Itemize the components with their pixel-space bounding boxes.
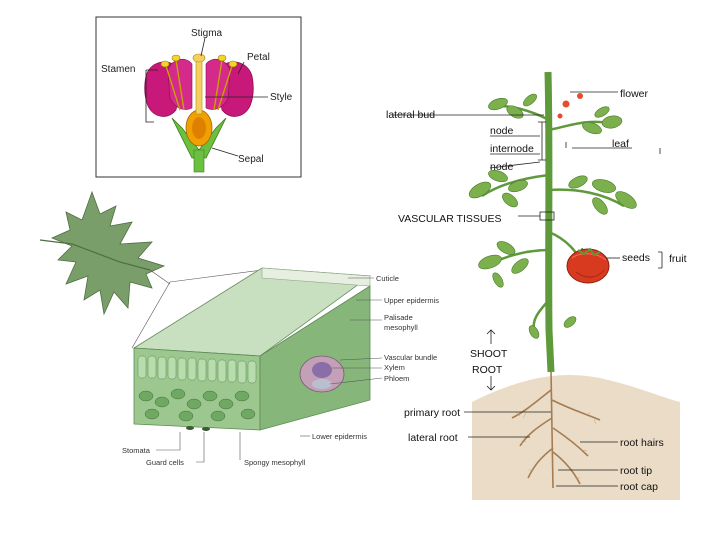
label-root-hairs: root hairs bbox=[620, 437, 664, 449]
oak-leaf bbox=[40, 192, 170, 314]
label-phloem: Phloem bbox=[384, 374, 409, 383]
stem bbox=[548, 72, 551, 372]
label-sepal: Sepal bbox=[238, 154, 264, 165]
label-cuticle: Cuticle bbox=[376, 274, 399, 283]
label-node-upper: node bbox=[490, 125, 514, 137]
label-root-tip: root tip bbox=[620, 465, 652, 477]
oak-leaf-blade bbox=[52, 192, 164, 314]
label-mesophyll: mesophyll bbox=[384, 323, 418, 332]
label-style: Style bbox=[270, 92, 293, 103]
style bbox=[196, 60, 202, 114]
tomato-plant-diagram: flower lateral bud node internode node l… bbox=[386, 72, 687, 500]
stigma bbox=[193, 54, 205, 62]
ovule bbox=[192, 117, 206, 139]
label-node-lower: node bbox=[490, 161, 514, 173]
label-vascular-bundle: Vascular bundle bbox=[384, 353, 437, 362]
label-petal: Petal bbox=[247, 52, 270, 63]
label-leaf: leaf bbox=[612, 138, 629, 150]
label-root: ROOT bbox=[472, 364, 503, 376]
flower-stalk bbox=[194, 150, 204, 172]
label-internode: internode bbox=[490, 143, 534, 155]
label-flower: flower bbox=[620, 88, 649, 100]
label-primary-root: primary root bbox=[404, 407, 460, 419]
label-spongy-mesophyll: Spongy mesophyll bbox=[244, 458, 306, 467]
label-stamen: Stamen bbox=[101, 64, 135, 75]
label-fruit: fruit bbox=[669, 253, 687, 265]
xylem-region bbox=[312, 362, 332, 378]
label-lateral-bud: lateral bud bbox=[386, 109, 435, 121]
label-guard-cells: Guard cells bbox=[146, 458, 184, 467]
label-root-cap: root cap bbox=[620, 481, 658, 493]
label-vascular-tissues: VASCULAR TISSUES bbox=[398, 213, 501, 225]
label-palisade: Palisade bbox=[384, 313, 413, 322]
phloem-region bbox=[312, 379, 332, 389]
tomato-fruit bbox=[567, 248, 609, 283]
label-xylem: Xylem bbox=[384, 363, 405, 372]
label-lower-epidermis: Lower epidermis bbox=[312, 432, 367, 441]
label-lateral-root: lateral root bbox=[408, 432, 458, 444]
label-shoot: SHOOT bbox=[470, 348, 508, 360]
label-stomata: Stomata bbox=[122, 446, 151, 455]
label-stigma: Stigma bbox=[191, 28, 223, 39]
label-seeds: seeds bbox=[622, 252, 650, 264]
flower-diagram: Stigma Petal Stamen Style Sepal bbox=[96, 17, 301, 177]
leaf-cross-section: Cuticle Upper epidermis Palisade mesophy… bbox=[122, 268, 439, 467]
plant-flowers bbox=[558, 93, 584, 119]
label-upper-epidermis: Upper epidermis bbox=[384, 296, 439, 305]
branches bbox=[482, 106, 624, 330]
